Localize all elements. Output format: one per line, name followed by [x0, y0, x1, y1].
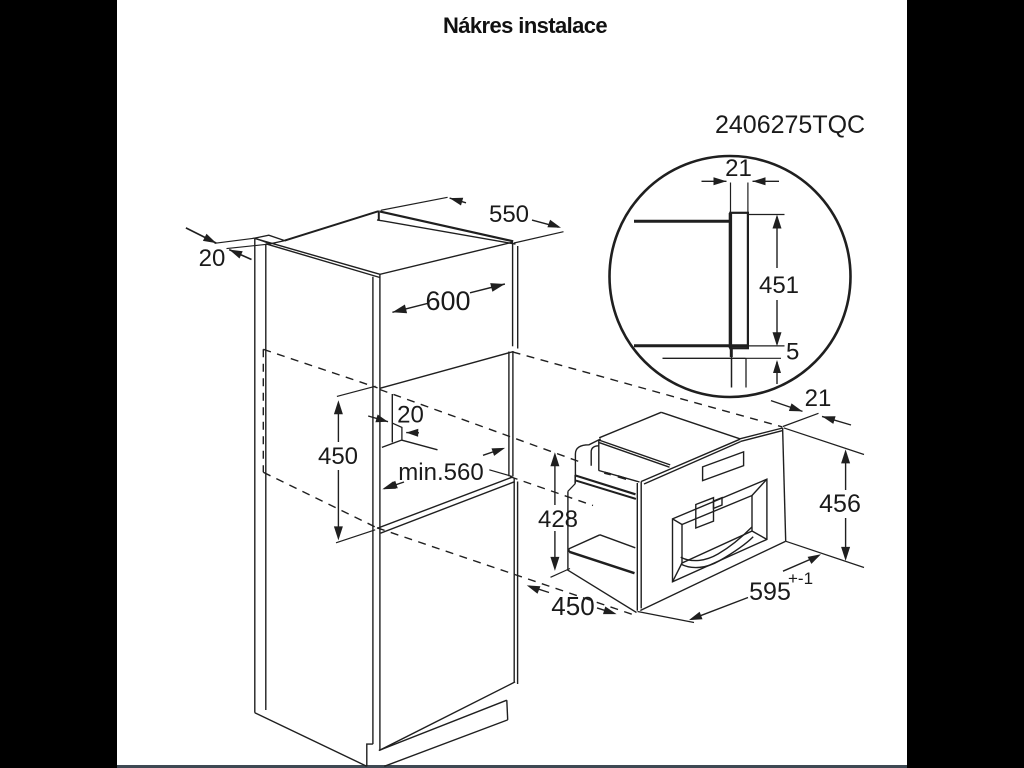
- svg-text:451: 451: [759, 272, 799, 299]
- svg-text:20: 20: [397, 402, 424, 429]
- svg-text:20: 20: [199, 245, 226, 272]
- svg-text:5: 5: [786, 339, 799, 366]
- svg-text:21: 21: [725, 155, 752, 182]
- svg-text:+-1: +-1: [788, 569, 813, 588]
- svg-text:600: 600: [425, 286, 470, 316]
- svg-text:min.560: min.560: [398, 459, 483, 486]
- svg-text:21: 21: [805, 385, 832, 412]
- svg-text:550: 550: [489, 201, 529, 228]
- svg-text:428: 428: [538, 506, 578, 533]
- svg-text:450: 450: [318, 443, 358, 470]
- svg-text:450: 450: [551, 591, 594, 621]
- svg-text:595: 595: [749, 578, 791, 606]
- svg-text:456: 456: [819, 490, 861, 518]
